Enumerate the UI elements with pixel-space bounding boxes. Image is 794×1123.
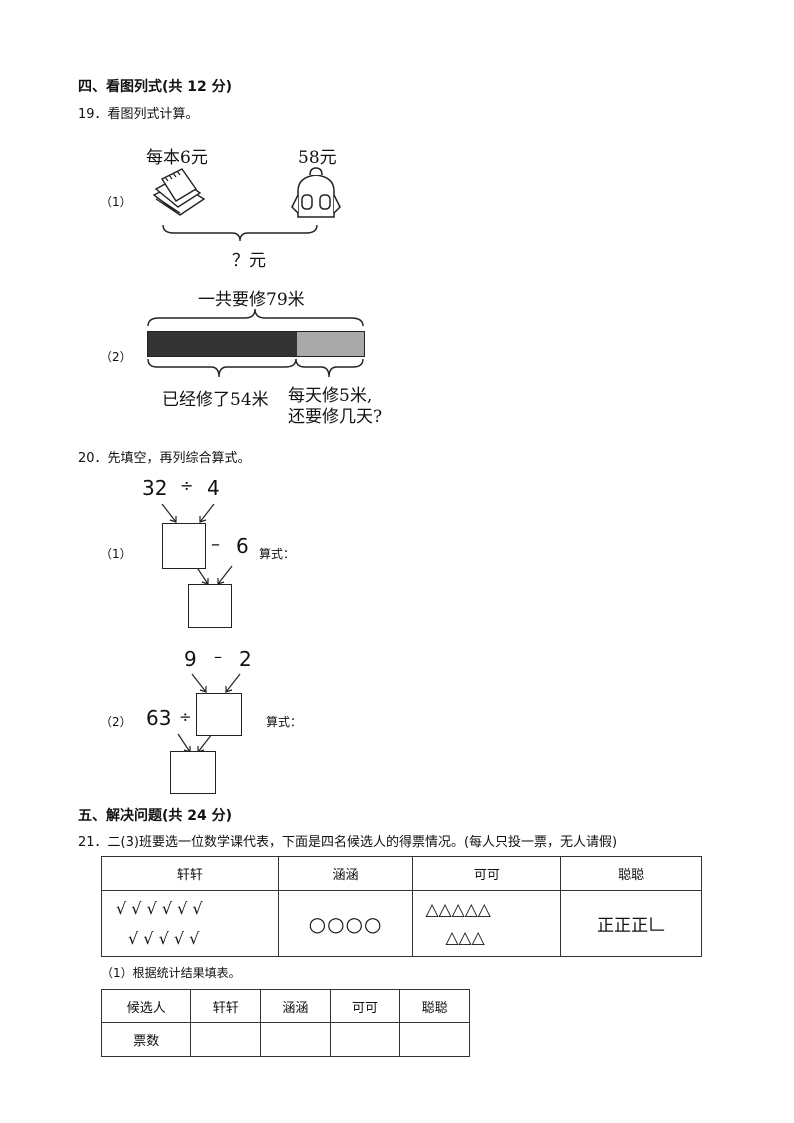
fill-header-row: 候选人 轩轩 涵涵 可可 聪聪: [100, 989, 470, 1023]
backpack-icon: [291, 167, 341, 218]
section4-heading: 四、看图列式(共 12 分): [78, 79, 233, 95]
q19-part2-rest-line1: 每天修5米,: [288, 386, 373, 406]
tally-header-congcong: 聪聪: [560, 856, 702, 891]
fill-votes-keke[interactable]: [329, 1022, 401, 1057]
fill-header-keke: 可可: [329, 989, 401, 1023]
tally-checks-line1: √ √ √ √ √ √: [116, 898, 203, 918]
q19-part2-rest-line2: 还要修几天?: [288, 407, 383, 427]
fill-votes-row: 票数: [100, 1022, 470, 1057]
q20-part1-op1: ÷: [180, 476, 194, 495]
tally-header-hanhan: 涵涵: [277, 856, 414, 891]
q19-part2-total: 一共要修79米: [198, 290, 305, 310]
q19-part2-bottom-braces: [147, 358, 364, 378]
q20-part2-b: 2: [239, 647, 252, 671]
tally-cell-congcong: 正正正𠃊: [560, 890, 702, 957]
fill-header-xuanxuan: 轩轩: [190, 989, 262, 1023]
q20-part1-b: 4: [207, 476, 220, 500]
q20-part2-answer-box2[interactable]: [170, 751, 216, 794]
q20-part1-op2: –: [211, 534, 220, 555]
q19-part2-bar-rest: [297, 332, 364, 356]
tally-checks-line2: √ √ √ √ √: [128, 928, 200, 948]
q21-stem: 21．二(3)班要选一位数学课代表，下面是四名候选人的得票情况。(每人只投一票，…: [78, 835, 618, 850]
q19-part1-right-caption: 58元: [298, 148, 337, 168]
tally-marks-row: √ √ √ √ √ √ √ √ √ √ √ ○○○○ △△△△△ △△△ 正正正…: [101, 890, 702, 957]
fill-header-congcong: 聪聪: [399, 989, 470, 1023]
q20-part2-c: 63: [146, 706, 172, 730]
q20-part1-c: 6: [236, 534, 249, 558]
fill-header-candidate: 候选人: [100, 989, 192, 1023]
q19-part2-done: 已经修了54米: [162, 390, 269, 410]
q20-part1-answer-box2[interactable]: [188, 584, 232, 628]
q19-part2-bar: [147, 331, 365, 357]
q20-part1-answer-box1[interactable]: [162, 523, 206, 569]
tally-header-keke: 可可: [412, 856, 562, 891]
q20-part2-answer-box1[interactable]: [196, 693, 242, 736]
q19-part1-left-caption: 每本6元: [146, 148, 208, 168]
q19-part2-label: （2）: [100, 350, 132, 364]
tally-cell-hanhan: ○○○○: [277, 890, 414, 957]
q20-part2-op1: –: [214, 647, 222, 666]
q19-part1-question: ？元: [232, 251, 266, 271]
fill-votes-hanhan[interactable]: [260, 1022, 331, 1057]
q20-part1-a: 32: [142, 476, 168, 500]
q19-stem: 19．看图列式计算。: [78, 107, 199, 122]
q19-part2-bar-done: [148, 332, 298, 356]
q19-part2-top-brace: [147, 308, 364, 327]
tally-header-row: 轩轩 涵涵 可可 聪聪: [101, 856, 702, 891]
q21-sub1-text: （1）根据统计结果填表。: [101, 966, 241, 980]
tally-header-xuanxuan: 轩轩: [101, 856, 279, 891]
q20-part2-formula-label: 算式：: [266, 715, 303, 729]
tally-zheng-marks: 正正正𠃊: [597, 916, 666, 936]
q21-tally-table: 轩轩 涵涵 可可 聪聪 √ √ √ √ √ √ √ √ √ √ √ ○○○○ △…: [101, 856, 702, 957]
tally-cell-keke: △△△△△ △△△: [412, 890, 562, 957]
notebook-stack-icon: [152, 168, 206, 216]
fill-header-hanhan: 涵涵: [260, 989, 331, 1023]
q20-stem: 20．先填空，再列综合算式。: [78, 451, 251, 466]
q19-part1-label: （1）: [100, 195, 132, 209]
tally-circles: ○○○○: [308, 911, 383, 936]
tally-triangles-line2: △△△: [445, 927, 485, 948]
fill-votes-label: 票数: [100, 1022, 192, 1057]
q20-part2-op2: ÷: [179, 708, 192, 726]
q21-fill-table: 候选人 轩轩 涵涵 可可 聪聪 票数: [100, 989, 470, 1057]
q20-part1-formula-label: 算式：: [259, 547, 296, 561]
fill-votes-congcong[interactable]: [399, 1022, 470, 1057]
fill-votes-xuanxuan[interactable]: [190, 1022, 262, 1057]
q20-part1-label: （1）: [100, 547, 132, 561]
q20-part2-label: （2）: [100, 715, 132, 729]
section5-heading: 五、解决问题(共 24 分): [78, 808, 233, 824]
q20-part2-a: 9: [184, 647, 197, 671]
tally-triangles-line1: △△△△△: [425, 899, 491, 920]
tally-cell-xuanxuan: √ √ √ √ √ √ √ √ √ √ √: [101, 890, 279, 957]
q19-part1-brace: [162, 224, 318, 242]
